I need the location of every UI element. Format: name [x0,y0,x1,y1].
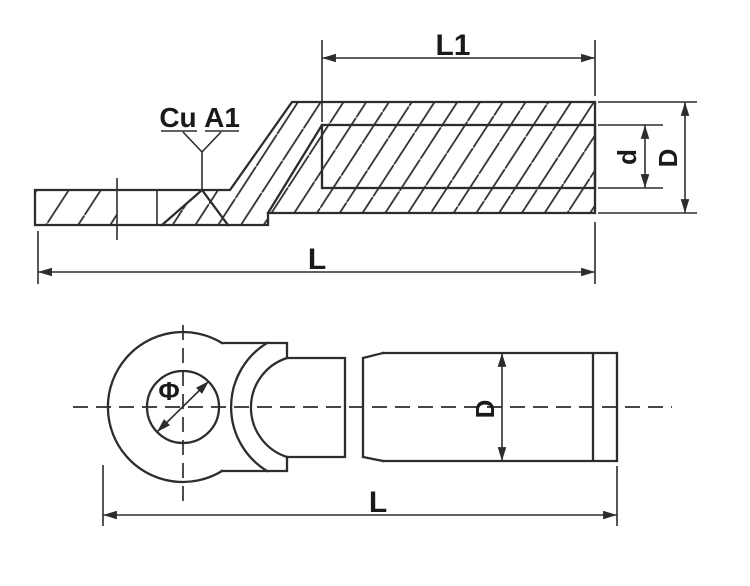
hole-diameter-label: Φ [158,376,179,406]
d-extension-lines [598,124,663,189]
transition-inner-arc [249,356,289,459]
aluminium-body-hatch [202,102,595,225]
l1-extension-lines [321,40,596,122]
l-bottom-dimension-label: L [369,486,387,519]
ramp-inner-edge [266,123,324,215]
weld-wedge-hatch [162,190,228,225]
material-leader-lines [182,131,222,189]
material-label-cu: Cu [159,102,196,133]
weld-wedge-edges [160,188,230,227]
l-bottom-extension-lines [102,465,618,526]
l1-dimension-label: L1 [435,29,470,62]
material-label-a1: A1 [204,102,240,133]
transition-outer-arc [229,341,269,473]
l-top-dimension-label: L [308,243,326,276]
cap-d-extension-lines [598,101,697,214]
d-dimension-label: d [612,149,642,165]
barrel-d-dimension-label: D [470,400,500,419]
cap-d-dimension-label: D [653,149,683,168]
section-outline [33,100,597,227]
copper-palm-hatch [35,190,117,225]
palm-flats [220,341,289,473]
